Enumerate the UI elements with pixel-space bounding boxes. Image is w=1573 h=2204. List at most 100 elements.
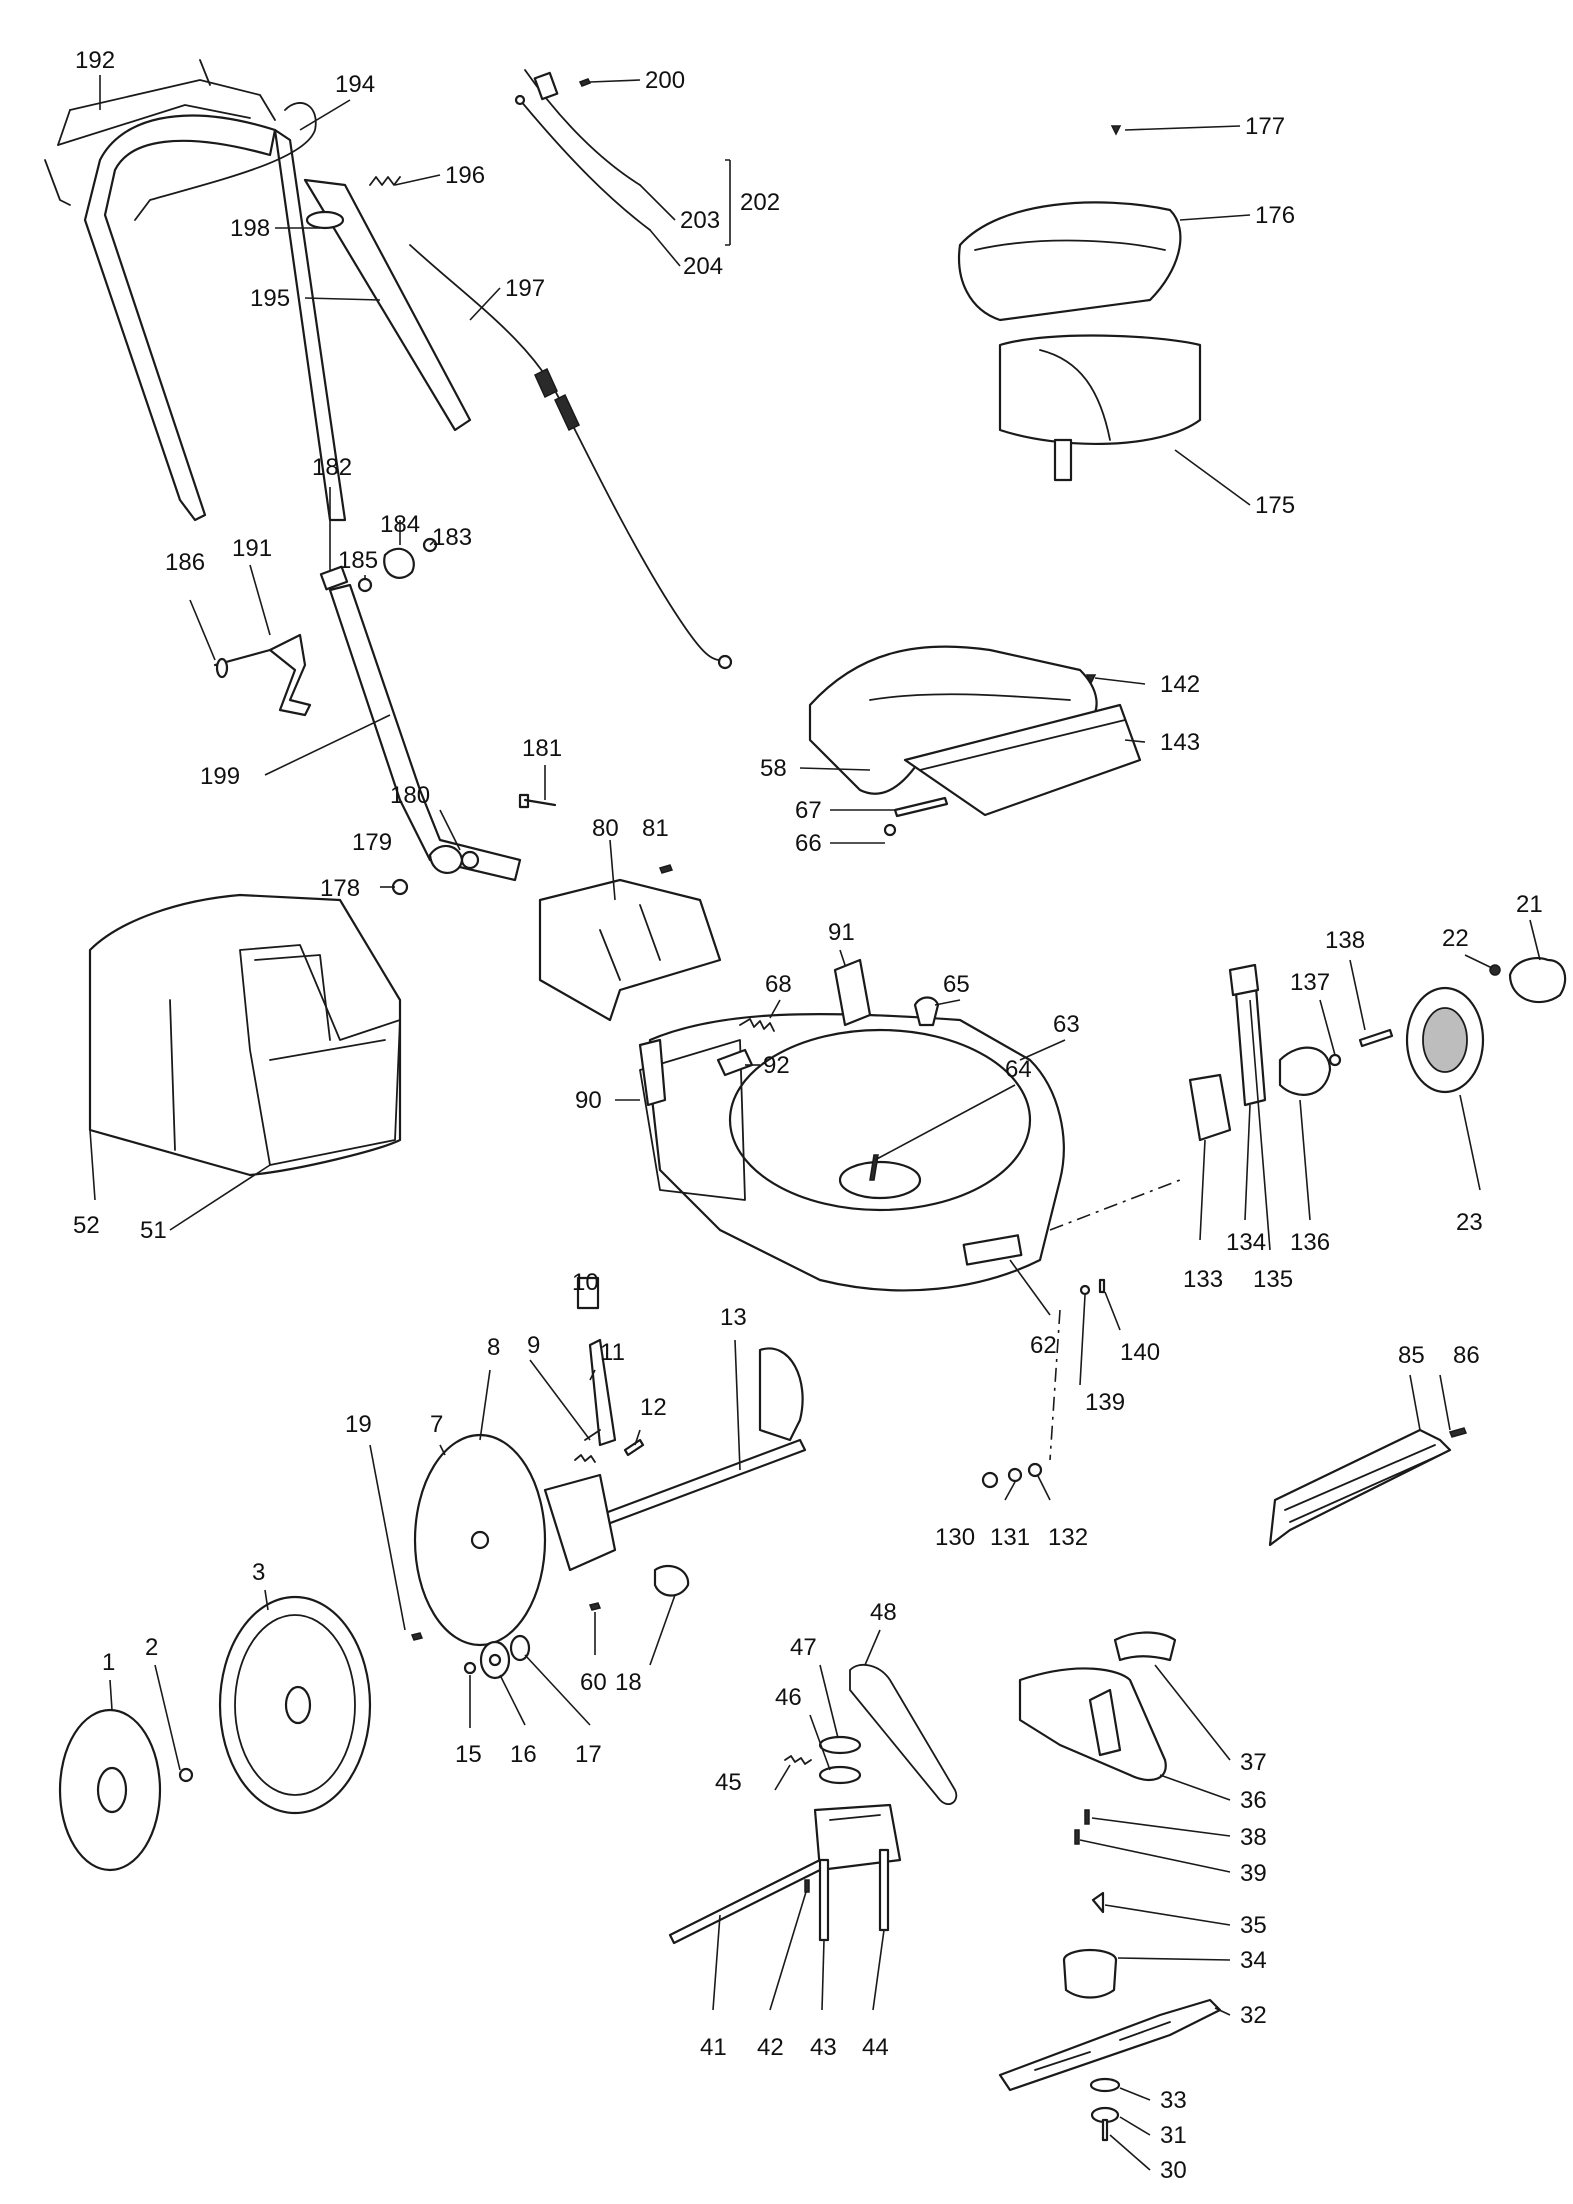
ring-15 [463, 1661, 477, 1675]
nut-130 [981, 1471, 999, 1489]
mower-deck-63 [639, 1012, 1065, 1292]
bag-frame-51 [239, 944, 401, 1166]
pin-43 [818, 1858, 830, 1942]
callout-7: 7 [430, 1411, 443, 1438]
belt-48 [849, 1663, 958, 1805]
callout-68: 68 [765, 971, 792, 998]
callout-21: 21 [1516, 891, 1543, 918]
callout-177: 177 [1245, 113, 1285, 140]
callout-195: 195 [250, 285, 290, 312]
nut-178 [391, 878, 409, 896]
callout-197: 197 [505, 275, 545, 302]
callout-182: 182 [312, 454, 352, 481]
pulley-46 [818, 1765, 862, 1785]
callout-202: 202 [740, 189, 780, 216]
callout-9: 9 [527, 1332, 540, 1359]
blade-32 [998, 1998, 1222, 2092]
callout-34: 34 [1240, 1947, 1267, 1974]
callout-60: 60 [580, 1669, 607, 1696]
plate-133 [1188, 1073, 1232, 1142]
callout-180: 180 [390, 782, 430, 809]
callout-48: 48 [870, 1599, 897, 1626]
callout-31: 31 [1160, 2122, 1187, 2149]
rear-wheel-23 [1405, 986, 1485, 1094]
drive-shaft-41 [668, 1858, 826, 1945]
callout-33: 33 [1160, 2087, 1187, 2114]
key-35 [1091, 1891, 1105, 1914]
callout-58: 58 [760, 755, 787, 782]
callout-90: 90 [575, 1087, 602, 1114]
callout-3: 3 [252, 1559, 265, 1586]
callout-134: 134 [1226, 1229, 1266, 1256]
callout-8: 8 [487, 1334, 500, 1361]
callout-32: 32 [1240, 2002, 1267, 2029]
spring-8 [574, 1454, 596, 1463]
screw-64 [869, 1154, 879, 1181]
lower-handle-199 [319, 565, 522, 882]
callout-37: 37 [1240, 1749, 1267, 1776]
callout-133: 133 [1183, 1266, 1223, 1293]
callout-175: 175 [1255, 492, 1295, 519]
screw-81 [658, 864, 674, 874]
callout-132: 132 [1048, 1524, 1088, 1551]
washer-185 [357, 577, 373, 593]
axle-bracket-left [543, 1473, 617, 1572]
screw-39 [1074, 1829, 1080, 1845]
handle-tube-195 [303, 178, 472, 432]
spring-45 [784, 1755, 812, 1765]
callout-18: 18 [615, 1669, 642, 1696]
callout-47: 47 [790, 1634, 817, 1661]
label-62 [962, 1234, 1023, 1266]
bearing-17 [509, 1634, 531, 1662]
callout-30: 30 [1160, 2157, 1187, 2184]
callout-42: 42 [757, 2034, 784, 2061]
callout-13: 13 [720, 1304, 747, 1331]
callout-44: 44 [862, 2034, 889, 2061]
washer-132 [1027, 1462, 1043, 1478]
pin-44 [878, 1848, 890, 1932]
screw-86 [1448, 1427, 1468, 1438]
bolt-186 [213, 648, 272, 679]
bolt-138 [1358, 1028, 1394, 1048]
callout-62: 62 [1030, 1332, 1057, 1359]
hubcap-21 [1508, 957, 1567, 1004]
callout-1: 1 [102, 1649, 115, 1676]
bolt-9 [584, 1429, 601, 1441]
callout-138: 138 [1325, 927, 1365, 954]
washer-33 [1089, 2077, 1121, 2093]
callout-196: 196 [445, 162, 485, 189]
callout-194: 194 [335, 71, 375, 98]
callout-80: 80 [592, 815, 619, 842]
bolt-30 [1101, 2118, 1109, 2142]
callout-46: 46 [775, 1684, 802, 1711]
callout-64: 64 [1005, 1056, 1032, 1083]
callout-91: 91 [828, 919, 855, 946]
bracket-90 [638, 1038, 667, 1107]
callout-136: 136 [1290, 1229, 1330, 1256]
engine-cover-176 [958, 201, 1182, 322]
clip-18 [653, 1564, 690, 1597]
callout-183: 183 [432, 524, 472, 551]
callout-140: 140 [1120, 1339, 1160, 1366]
cable-assembly-202 [514, 69, 651, 231]
screw-142 [1085, 674, 1097, 685]
nut-22 [1489, 964, 1501, 976]
spring-196 [369, 176, 401, 186]
screw-60 [588, 1602, 602, 1611]
callout-135: 135 [1253, 1266, 1293, 1293]
deflector-58 [808, 645, 1098, 795]
plug-65 [913, 996, 940, 1027]
callout-86: 86 [1453, 1342, 1480, 1369]
callout-181: 181 [522, 735, 562, 762]
callout-15: 15 [455, 1741, 482, 1768]
spacer-139 [1079, 1284, 1091, 1296]
throttle-cable-197 [409, 244, 733, 670]
callout-81: 81 [642, 815, 669, 842]
blade-guard-36 [1018, 1667, 1167, 1782]
hubcap-1 [58, 1708, 162, 1872]
callout-184: 184 [380, 511, 420, 538]
knob-184 [383, 547, 415, 579]
pin-140 [1098, 1278, 1106, 1294]
callout-186: 186 [165, 549, 205, 576]
